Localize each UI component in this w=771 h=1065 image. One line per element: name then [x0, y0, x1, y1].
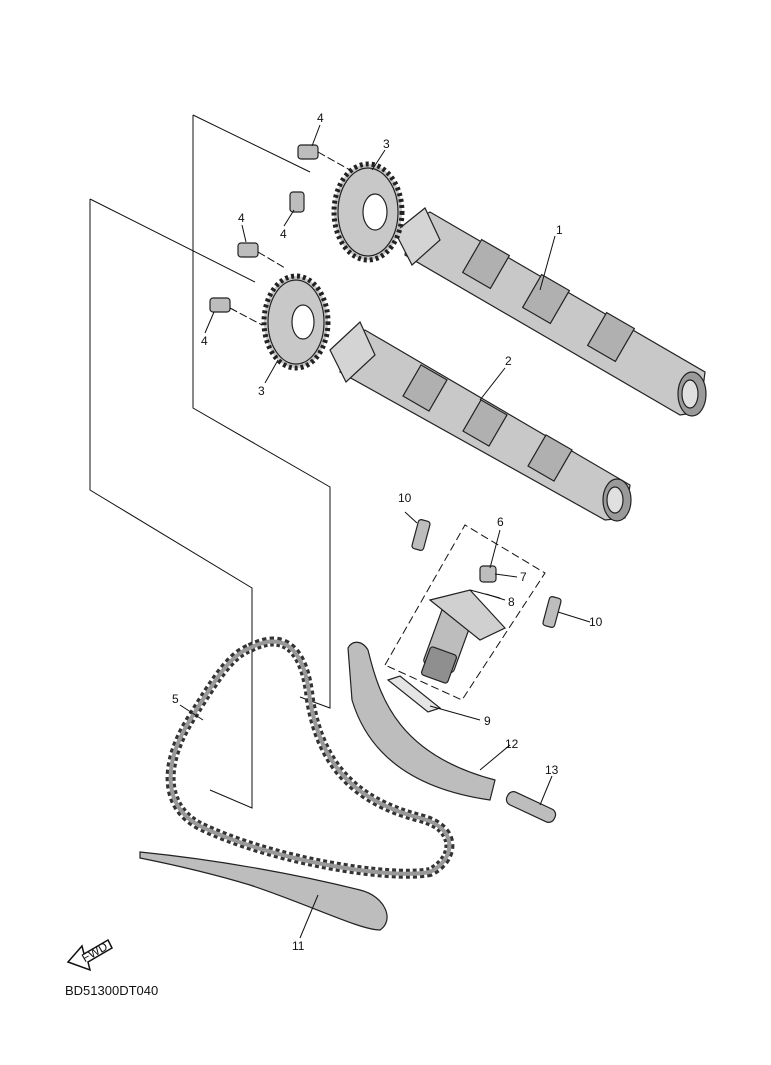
- callout-1: 1: [556, 223, 563, 237]
- reference-frame-upper: [192, 115, 331, 709]
- drawing-code: BD51300DT040: [65, 983, 158, 998]
- callout-9: 9: [484, 714, 491, 728]
- pin-13[interactable]: [504, 790, 557, 825]
- gasket-9[interactable]: [386, 675, 442, 713]
- callout-3-upper: 3: [383, 137, 390, 151]
- callout-12: 12: [505, 737, 519, 751]
- bolt-7[interactable]: [479, 565, 497, 583]
- reference-frame-lower-top: [89, 198, 256, 283]
- callout-5: 5: [172, 692, 179, 706]
- tensioner-assembly-box: [384, 524, 546, 701]
- callout-8: 8: [508, 595, 515, 609]
- timing-chain-5[interactable]: [165, 636, 455, 879]
- leader-lines: [179, 124, 591, 939]
- sprocket-3-lower[interactable]: [261, 273, 331, 371]
- callout-7: 7: [520, 570, 527, 584]
- callout-4-a: 4: [317, 111, 324, 125]
- bolt-4-a[interactable]: [297, 144, 351, 171]
- bolt-4-c[interactable]: [237, 242, 286, 269]
- callout-3-lower: 3: [258, 384, 265, 398]
- reference-frame-upper-top: [192, 114, 311, 173]
- callout-13: 13: [545, 763, 559, 777]
- callout-4-d: 4: [201, 334, 208, 348]
- callout-4-b: 4: [280, 227, 287, 241]
- chain-guide-11[interactable]: [139, 851, 388, 931]
- reference-frame-lower: [89, 199, 253, 809]
- callout-2: 2: [505, 354, 512, 368]
- forward-arrow-icon: FWD: [66, 938, 113, 972]
- bolt-4-d[interactable]: [209, 297, 263, 326]
- bolt-4-b[interactable]: [289, 191, 305, 213]
- callout-10-b: 10: [589, 615, 603, 629]
- callout-4-c: 4: [238, 211, 245, 225]
- tensioner-6[interactable]: [420, 589, 506, 684]
- callout-6: 6: [497, 515, 504, 529]
- bolt-10-a[interactable]: [411, 519, 431, 551]
- callout-10-a: 10: [398, 491, 412, 505]
- sprocket-3-upper[interactable]: [331, 161, 405, 263]
- bolt-10-b[interactable]: [542, 596, 562, 628]
- chain-guide-12[interactable]: [347, 641, 496, 801]
- callout-11: 11: [292, 939, 305, 953]
- camshaft-2[interactable]: [329, 320, 632, 522]
- camshaft-1[interactable]: [394, 207, 707, 417]
